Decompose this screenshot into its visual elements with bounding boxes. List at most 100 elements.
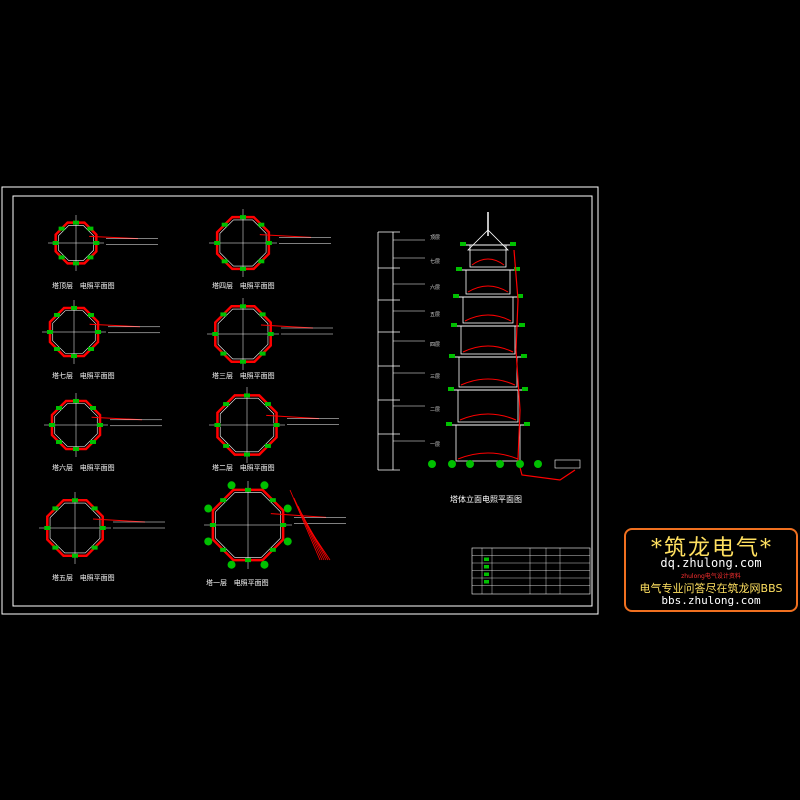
storey-wiring xyxy=(464,314,512,322)
eave-lamp xyxy=(510,242,516,246)
legend-symbol xyxy=(484,580,489,584)
fixture-node xyxy=(54,313,61,318)
eave-lamp xyxy=(514,267,520,271)
leader-line xyxy=(270,513,327,518)
elev-floor-label: 二层 xyxy=(430,407,441,413)
fixture-node xyxy=(245,487,251,492)
cable-line xyxy=(301,513,327,561)
leader-line xyxy=(92,518,146,523)
fixture-node xyxy=(54,346,61,351)
leader-line xyxy=(89,323,141,328)
fixture-node xyxy=(46,330,53,334)
lamp-node xyxy=(260,560,269,569)
ground-lamp xyxy=(496,460,504,468)
octagon-plan-5 xyxy=(214,305,272,363)
riser-cable xyxy=(513,249,576,481)
fixture-node xyxy=(93,241,100,245)
octagon-inner-wall-6 xyxy=(219,397,275,453)
fixture-node xyxy=(87,255,94,260)
fixture-node xyxy=(91,545,98,550)
storey-wiring xyxy=(467,285,509,293)
fixture-node xyxy=(280,523,287,527)
fixture-node xyxy=(91,506,98,511)
octagon-plan-3 xyxy=(46,499,104,557)
plan-label-7: 塔七层 电照平面图 xyxy=(52,372,115,380)
fixture-node xyxy=(264,443,271,448)
elev-floor-label: 六层 xyxy=(430,285,441,291)
ground-lamp xyxy=(428,460,436,468)
fixture-node xyxy=(221,259,228,264)
pagoda-storey xyxy=(462,296,514,324)
lamp-node xyxy=(283,537,292,546)
fixture-node xyxy=(214,423,221,427)
fixture-node xyxy=(44,526,51,530)
leader-line xyxy=(260,324,314,329)
fixture-node xyxy=(73,398,79,403)
fixture-node xyxy=(87,346,94,351)
octagon-inner-wall-0 xyxy=(58,225,94,261)
pagoda-storey xyxy=(455,424,521,462)
fixture-node xyxy=(99,526,106,530)
leader-line xyxy=(91,416,143,421)
fixture-node xyxy=(264,402,271,407)
storey-wiring xyxy=(457,452,519,460)
storey-wiring xyxy=(459,413,517,421)
plan-label-top: 塔顶层 电照平面图 xyxy=(52,282,115,290)
fixture-node xyxy=(223,402,230,407)
fixture-node xyxy=(87,313,94,318)
distribution-box xyxy=(554,459,581,469)
eave-lamp xyxy=(522,387,528,391)
plan-label-3: 塔三层 电照平面图 xyxy=(212,372,275,380)
watermark-url-main: dq.zhulong.com xyxy=(660,556,762,570)
octagon-plan-7 xyxy=(211,488,285,562)
elev-floor-label: 七层 xyxy=(430,259,441,265)
plan-label-1: 塔一层 电照平面图 xyxy=(206,579,269,587)
fixture-node xyxy=(220,547,227,552)
fixture-node xyxy=(259,351,266,356)
fixture-node xyxy=(52,506,59,511)
storey-wiring xyxy=(462,345,514,353)
legend-table xyxy=(471,547,591,595)
fixture-node xyxy=(73,447,79,452)
octagon-inner-wall-3 xyxy=(49,502,101,554)
plan-label-6: 塔六层 电照平面图 xyxy=(52,464,115,472)
lamp-node xyxy=(283,504,292,513)
fixture-node xyxy=(71,305,77,310)
fixture-node xyxy=(73,261,79,266)
fixture-node xyxy=(244,393,250,398)
fixture-node xyxy=(223,443,230,448)
fixture-node xyxy=(89,439,96,444)
fixture-node xyxy=(58,226,65,231)
fixture-node xyxy=(259,312,266,317)
ground-lamp xyxy=(466,460,474,468)
eave-lamp xyxy=(460,242,466,246)
fixture-node xyxy=(52,545,59,550)
pagoda-roof-top xyxy=(467,229,509,251)
eave-lamp xyxy=(453,294,459,298)
lamp-node xyxy=(204,537,213,546)
eave-lamp xyxy=(519,323,525,327)
fixture-node xyxy=(52,241,59,245)
fixture-node xyxy=(258,222,265,227)
ground-lamp xyxy=(448,460,456,468)
fixture-node xyxy=(214,241,221,245)
watermark-title: *筑龙电气* xyxy=(650,536,773,561)
fixture-node xyxy=(273,423,280,427)
drawing-outer-frame xyxy=(1,186,599,615)
fixture-node xyxy=(212,332,219,336)
plan-label-4: 塔四层 电照平面图 xyxy=(212,282,275,290)
octagon-inner-wall-4 xyxy=(219,219,267,267)
eave-lamp xyxy=(448,387,454,391)
eave-lamp xyxy=(446,422,452,426)
leader-line xyxy=(259,234,312,238)
elevation-title: 塔体立面电照平面图 xyxy=(450,495,522,504)
pagoda-storey xyxy=(465,269,511,295)
cable-line xyxy=(293,497,323,561)
fixture-node xyxy=(72,498,78,503)
legend-symbol xyxy=(484,565,489,569)
fixture-node xyxy=(56,406,63,411)
lamp-node xyxy=(204,504,213,513)
lamp-node xyxy=(227,560,236,569)
fixture-node xyxy=(269,498,276,503)
ground-lamp xyxy=(516,460,524,468)
